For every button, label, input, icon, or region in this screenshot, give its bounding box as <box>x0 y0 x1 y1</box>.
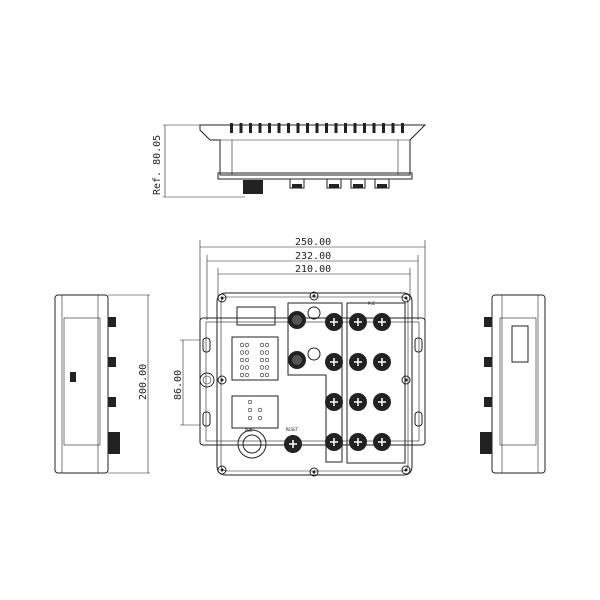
cooling-fin <box>401 123 404 133</box>
led-indicator <box>259 372 265 378</box>
side-connector <box>108 397 116 407</box>
led-indicator <box>247 399 253 405</box>
screw-icon <box>217 465 227 475</box>
led-indicator <box>264 342 270 348</box>
top-view: Ref. 80.05 <box>152 123 427 198</box>
vent-plug <box>307 347 321 361</box>
cooling-fin <box>239 123 243 133</box>
screw-icon <box>401 293 411 303</box>
width-dimensions: 250.00 232.00 210.00 <box>199 237 426 330</box>
port-group-left <box>287 302 343 463</box>
led-indicator <box>239 372 245 378</box>
power-connector <box>237 429 267 459</box>
led-indicator <box>244 372 250 378</box>
side-connector <box>108 357 116 367</box>
label-reset: RESET <box>286 427 299 432</box>
cooling-fin <box>334 123 338 133</box>
led-indicator <box>247 415 253 421</box>
cooling-fin <box>268 123 271 133</box>
cooling-fin <box>277 123 281 133</box>
cooling-fin <box>353 123 357 133</box>
led-indicator <box>257 407 263 413</box>
front-view: PWR RESET PoE <box>199 291 426 477</box>
led-indicator <box>239 350 245 355</box>
cooling-fin <box>391 123 395 133</box>
side-connector <box>484 397 492 407</box>
side-connector <box>484 357 492 367</box>
cooling-fin <box>306 123 309 133</box>
cooling-fin <box>344 123 347 133</box>
led-indicator <box>239 342 245 348</box>
cooling-fin <box>296 123 300 133</box>
led-indicator <box>264 350 270 355</box>
dim-width-250: 250.00 <box>295 237 331 248</box>
led-indicator <box>244 357 250 363</box>
screw-icon <box>401 375 411 385</box>
screw-icon <box>217 293 227 303</box>
led-indicator <box>244 350 250 355</box>
side-connector <box>108 317 116 327</box>
led-indicator <box>239 357 245 363</box>
cooling-fin <box>287 123 290 133</box>
led-indicator <box>239 365 245 370</box>
dim-height-ref: Ref. 80.05 <box>152 135 163 195</box>
screw-icon <box>401 465 411 475</box>
led-panel <box>231 336 279 381</box>
vent-plug <box>307 306 321 320</box>
dim-width-232: 232.00 <box>295 251 331 262</box>
power-connector-side <box>243 180 263 194</box>
dim-height-200: 200.00 <box>138 364 149 400</box>
screw-icon <box>309 467 319 477</box>
led-indicator <box>244 342 250 348</box>
port-group-poe <box>346 302 406 464</box>
led-indicator <box>259 350 265 355</box>
led-indicator <box>264 357 270 363</box>
dim-width-210: 210.00 <box>295 264 331 275</box>
led-indicator <box>259 357 265 363</box>
right-side-view <box>480 294 546 474</box>
led-indicator <box>259 342 265 348</box>
dim-offset-86: 86.00 <box>173 370 184 400</box>
led-indicator <box>264 372 270 378</box>
cooling-fin <box>258 123 262 133</box>
cooling-fin <box>249 123 252 133</box>
side-connector <box>484 317 492 327</box>
left-side-view: 200.00 86.00 <box>54 294 200 474</box>
cooling-fin <box>325 123 328 133</box>
cooling-fin <box>315 123 319 133</box>
screw-icon <box>217 375 227 385</box>
cooling-fin <box>372 123 376 133</box>
screw-icon <box>309 291 319 301</box>
label-poe: PoE <box>368 301 376 306</box>
led-indicator <box>257 415 263 421</box>
cooling-fin <box>363 123 366 133</box>
led-indicator <box>264 365 270 370</box>
display-window <box>236 306 276 326</box>
status-led-panel <box>231 395 279 429</box>
led-indicator <box>244 365 250 370</box>
cooling-fin <box>382 123 385 133</box>
cooling-fin <box>230 123 233 133</box>
led-indicator <box>247 407 253 413</box>
led-indicator <box>259 365 265 370</box>
